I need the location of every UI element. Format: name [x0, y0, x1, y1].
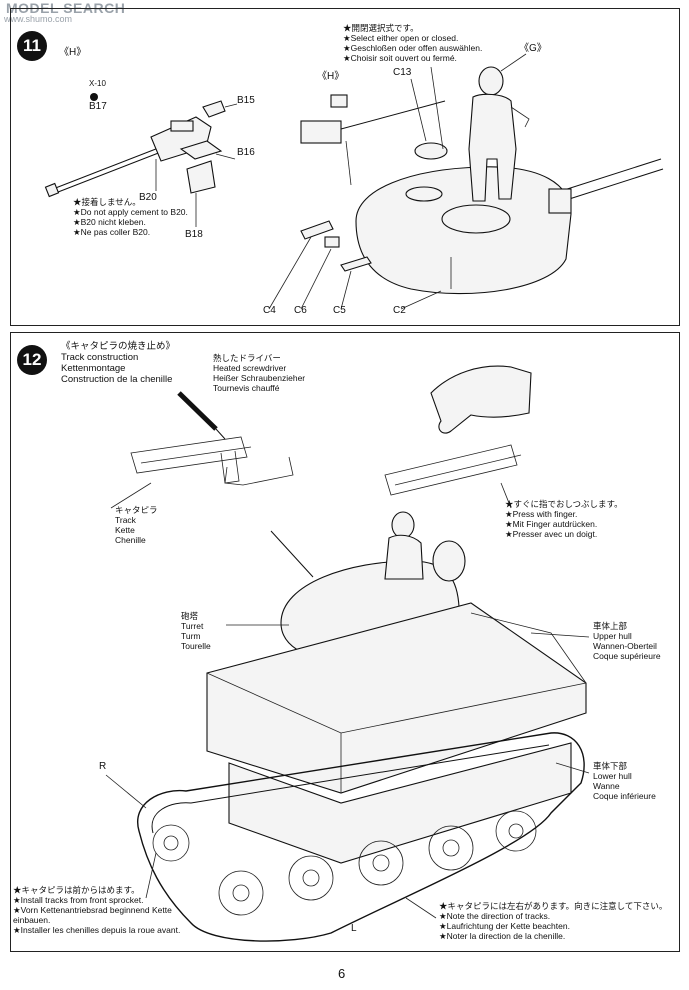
tank-assembly-drawing — [105, 511, 590, 942]
track-label: キャタピラ Track Kette Chenille — [115, 505, 158, 545]
step-12-badge: 12 — [17, 345, 47, 375]
machine-gun-drawing — [44, 93, 238, 227]
track-construction-drawing — [110, 365, 532, 509]
watermark-url: www.shumo.com — [4, 14, 73, 24]
part-g: 《G》 — [519, 43, 547, 54]
track-side-right: R — [99, 761, 107, 772]
part-c2: C2 — [393, 305, 406, 316]
lower-hull-label: 車体下部 Lower hull Wanne Coque inférieure — [593, 761, 656, 801]
part-x10: X-10 — [89, 79, 106, 88]
step-12-number: 12 — [22, 350, 42, 369]
turret-assembly-drawing — [268, 53, 664, 310]
note-hatch: ★開閉選択式です。 ★Select either open or closed.… — [343, 23, 483, 63]
direction-note: ★キャタピラには左右があります。向きに注意して下さい。 ★Note the di… — [439, 901, 668, 941]
note-cement: ★接着しません。 ★Do not apply cement to B20. ★B… — [73, 197, 188, 237]
step-11-badge: 11 — [17, 31, 47, 61]
part-b16: B16 — [237, 147, 255, 158]
turret-label: 砲塔 Turret Turm Tourelle — [181, 611, 211, 651]
part-c6: C6 — [294, 305, 307, 316]
page-number: 6 — [338, 966, 346, 981]
step-11-number: 11 — [23, 36, 41, 55]
step-11-panel: 11 《H》 X-10 B17 B15 B16 B20 B18 ★接着しません。… — [10, 8, 680, 326]
part-b17: B17 — [89, 101, 107, 112]
part-c13: C13 — [393, 67, 412, 78]
part-h: 《H》 — [317, 71, 345, 82]
press-note: ★すぐに指でおしつぶします。 ★Press with finger. ★Mit … — [505, 499, 623, 539]
part-b20: B20 — [139, 192, 157, 203]
upper-hull-label: 車体上部 Upper hull Wannen-Oberteil Coque su… — [593, 621, 661, 661]
track-construction-title: 《キャタピラの焼き止め》 Track construction Kettenmo… — [61, 341, 176, 385]
step-12-panel: 12 《キャタピラの焼き止め》 Track construction Kette… — [10, 332, 680, 952]
part-b15: B15 — [237, 95, 255, 106]
install-note: ★キャタピラは前からはめます。 ★Install tracks from fro… — [13, 885, 181, 935]
part-b18: B18 — [185, 229, 203, 240]
screwdriver-label: 熱したドライバー Heated screwdriver Heißer Schra… — [213, 353, 306, 393]
part-c5: C5 — [333, 305, 346, 316]
track-side-left: L — [351, 923, 357, 934]
variant-label-left: 《H》 — [59, 47, 87, 58]
part-c4: C4 — [263, 305, 276, 316]
